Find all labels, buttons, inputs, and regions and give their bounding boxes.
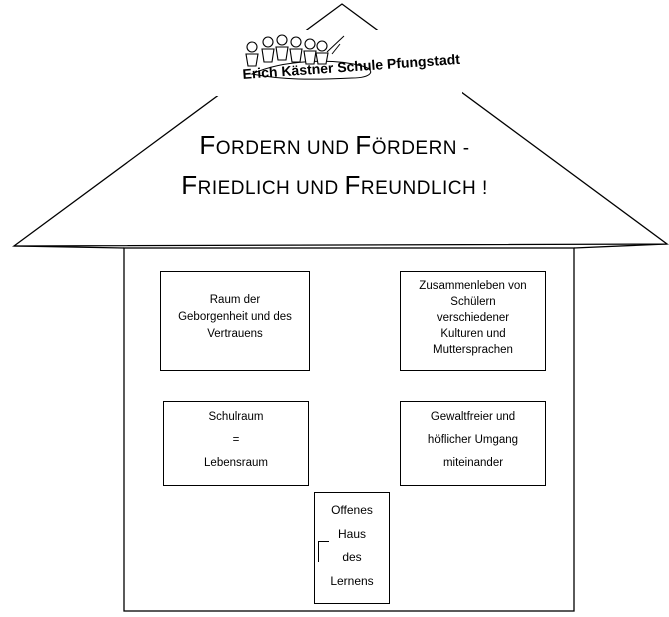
motto-cap: F bbox=[181, 170, 198, 200]
box-line: = bbox=[232, 434, 240, 446]
box-line: Offenes bbox=[331, 503, 373, 517]
box-schulraum: Schulraum = Lebensraum bbox=[163, 401, 309, 486]
school-logo: Erich Kästner Schule Pfungstadt bbox=[212, 30, 462, 96]
box-line: Lebensraum bbox=[204, 457, 268, 469]
motto-cap: F bbox=[355, 130, 372, 160]
box-line: Gewaltfreier und bbox=[430, 411, 516, 423]
box-gewaltfrei: Gewaltfreier und höflicher Umgang mitein… bbox=[400, 401, 546, 486]
motto-cap: F bbox=[344, 170, 361, 200]
motto-word: ORDERN UND bbox=[215, 138, 356, 159]
box-zusammenleben: Zusammenleben von Schülern verschiedener… bbox=[400, 271, 546, 371]
box-geborgenheit: Raum der Geborgenheit und des Vertrauens bbox=[160, 271, 310, 371]
box-line: Raum der bbox=[209, 294, 261, 306]
box-line: höflicher Umgang bbox=[427, 434, 519, 446]
school-children-plane-logo-icon bbox=[245, 34, 372, 80]
box-line: verschiedener bbox=[436, 312, 510, 324]
roof-eaves-right bbox=[573, 243, 668, 249]
motto-word: RIEDLICH UND bbox=[197, 178, 345, 199]
box-line: Geborgenheit und des bbox=[178, 311, 292, 323]
motto-line-1: FORDERN UND FÖRDERN - bbox=[0, 130, 669, 161]
motto-cap: F bbox=[199, 130, 216, 160]
box-line: Schulraum bbox=[208, 411, 264, 423]
roof-eaves-left bbox=[13, 245, 125, 249]
box-line: Muttersprachen bbox=[433, 344, 513, 356]
box-line: Zusammenleben von bbox=[419, 280, 527, 292]
motto-word: ÖRDERN - bbox=[371, 138, 470, 159]
door-offenes-haus: Offenes Haus des Lernens bbox=[314, 492, 390, 604]
motto-word: REUNDLICH ! bbox=[360, 178, 488, 199]
box-line: Kulturen und bbox=[440, 328, 506, 340]
box-line: Schülern bbox=[450, 296, 496, 308]
box-line: miteinander bbox=[442, 457, 504, 469]
box-line: des bbox=[342, 550, 362, 564]
motto-line-2: FRIEDLICH UND FREUNDLICH ! bbox=[0, 170, 669, 201]
box-line: Vertrauens bbox=[207, 328, 263, 340]
box-line: Haus bbox=[337, 526, 366, 541]
box-line: Lernens bbox=[330, 573, 374, 588]
house-roof bbox=[12, 3, 669, 247]
door-handle-icon bbox=[318, 541, 329, 562]
